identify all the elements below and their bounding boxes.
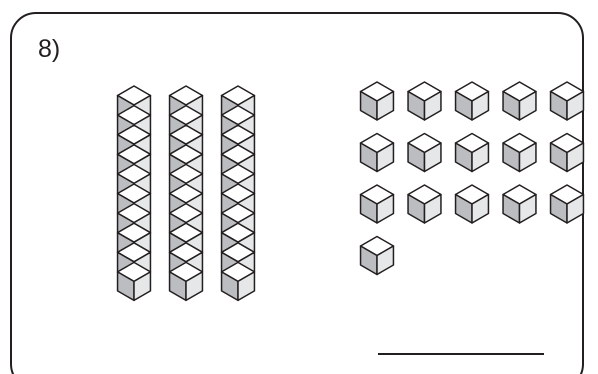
ones-cube bbox=[408, 82, 441, 120]
ones-cube bbox=[456, 134, 489, 172]
ones-cube bbox=[503, 185, 536, 223]
ones-cube bbox=[361, 82, 394, 120]
ones-cube bbox=[551, 82, 584, 120]
ones-cubes-group bbox=[361, 82, 584, 275]
ones-cube bbox=[361, 185, 394, 223]
answer-line[interactable] bbox=[378, 353, 544, 355]
tens-rod bbox=[118, 86, 151, 300]
tens-rods-group bbox=[118, 86, 255, 300]
ones-cube bbox=[408, 134, 441, 172]
tens-rod bbox=[170, 86, 203, 300]
ones-cube bbox=[456, 82, 489, 120]
ones-cube bbox=[456, 185, 489, 223]
ones-cube bbox=[503, 134, 536, 172]
ones-cube bbox=[551, 134, 584, 172]
tens-rod bbox=[222, 86, 255, 300]
ones-cube bbox=[361, 134, 394, 172]
ones-cube bbox=[503, 82, 536, 120]
ones-cube bbox=[551, 185, 584, 223]
ones-cube bbox=[408, 185, 441, 223]
ones-cube bbox=[361, 237, 394, 275]
